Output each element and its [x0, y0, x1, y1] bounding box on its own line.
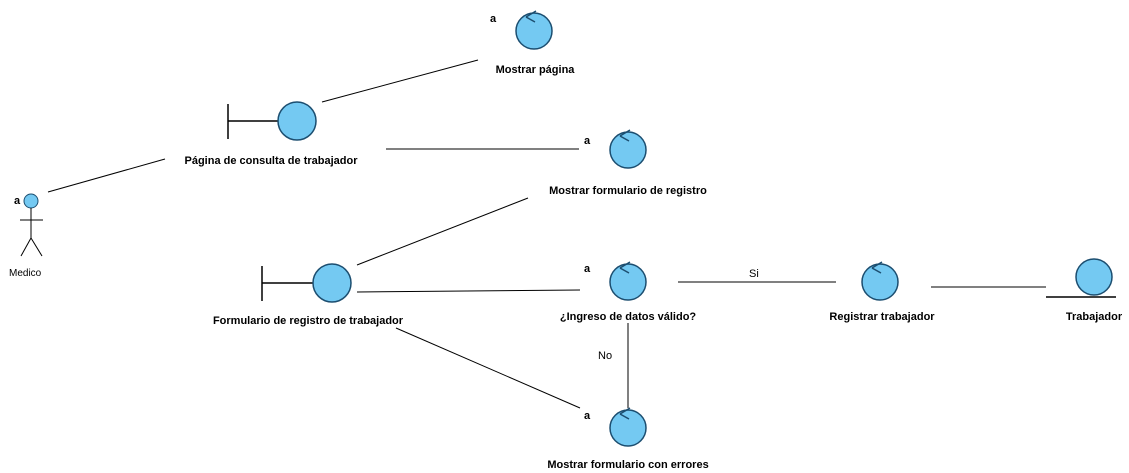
control-label: Mostrar formulario de registro: [549, 185, 707, 197]
control-mostrar-formulario-registro[interactable]: a Mostrar formulario de registro: [549, 129, 707, 197]
boundary-label: Formulario de registro de trabajador: [213, 315, 404, 327]
control-circle: [861, 263, 899, 301]
boundary-circle: [277, 101, 317, 141]
control-circle: [609, 409, 647, 447]
control-marker: a: [584, 410, 591, 422]
edge-formulario-errores: [395, 327, 581, 409]
control-label: ¿Ingreso de datos válido?: [560, 311, 697, 323]
control-marker: a: [584, 263, 591, 275]
boundary-label: Página de consulta de trabajador: [185, 155, 359, 167]
control-arrow-icon: [525, 10, 537, 23]
actor-medico[interactable]: a Medico: [9, 193, 43, 279]
control-circle: [515, 12, 553, 50]
edge-label-si: Si: [749, 268, 759, 280]
boundary-pagina-consulta[interactable]: Página de consulta de trabajador: [185, 101, 359, 167]
control-mostrar-pagina[interactable]: a Mostrar página: [490, 10, 576, 76]
control-circle: [609, 131, 647, 169]
boundary-formulario-registro[interactable]: Formulario de registro de trabajador: [213, 263, 404, 327]
control-arrow-icon: [619, 261, 631, 274]
control-arrow-icon: [619, 407, 631, 420]
connections: [47, 59, 1046, 409]
actor-leg-left: [20, 237, 32, 257]
actor-label: Medico: [9, 268, 42, 279]
control-arrow-icon: [871, 261, 883, 274]
control-label: Mostrar página: [496, 64, 576, 76]
entity-trabajador[interactable]: Trabajador: [1046, 258, 1123, 323]
actor-leg-right: [30, 237, 43, 257]
actor-head: [23, 193, 39, 209]
actor-marker: a: [14, 195, 21, 207]
edge-medico-pagina: [47, 158, 166, 193]
control-arrow-icon: [619, 129, 631, 142]
entity-circle: [1075, 258, 1113, 296]
control-circle: [609, 263, 647, 301]
control-ingreso-datos[interactable]: a ¿Ingreso de datos válido?: [560, 261, 697, 323]
control-marker: a: [490, 13, 497, 25]
boundary-circle: [312, 263, 352, 303]
control-marker: a: [584, 135, 591, 147]
control-registrar-trabajador[interactable]: Registrar trabajador: [829, 261, 935, 323]
edge-formulario-ingreso: [356, 289, 581, 293]
control-mostrar-formulario-errores[interactable]: a Mostrar formulario con errores: [547, 407, 709, 471]
edge-pagina-mostrar-pagina: [321, 59, 479, 103]
control-label: Mostrar formulario con errores: [547, 459, 708, 471]
control-label: Registrar trabajador: [829, 311, 935, 323]
edge-label-no: No: [598, 350, 612, 362]
entity-label: Trabajador: [1066, 311, 1123, 323]
edge-formulario-mostrar-formulario: [356, 197, 529, 266]
